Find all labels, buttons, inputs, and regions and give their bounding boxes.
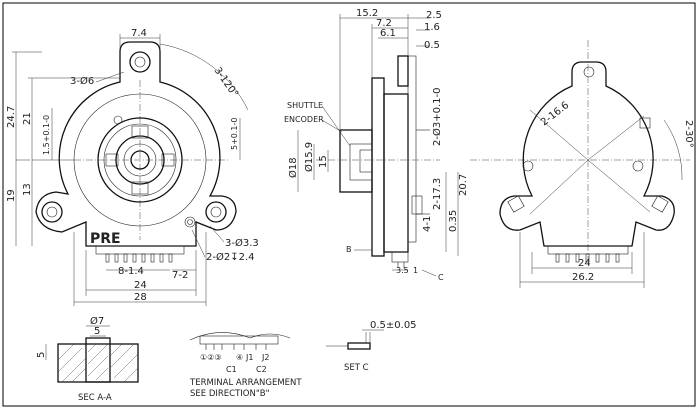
side-view: 15.2 7.2 6.1 2.5 1.6 0.5 SHUTTLE ENCODER… [284, 8, 469, 282]
label-shuttle: SHUTTLE [287, 101, 323, 110]
dim-pin-end: 7-2 [172, 270, 188, 281]
dim-len-6-1: 6.1 [380, 28, 396, 39]
dim-height-19: 19 [6, 189, 17, 202]
dim-tol-1-5: 1.5+0.1-0 [42, 115, 51, 155]
terminal-pin-j2: J2 [261, 353, 269, 362]
dim-depth-5: 5 [36, 352, 47, 358]
dim-len-7-2: 7.2 [376, 18, 392, 29]
caption-set-c: SET C [344, 363, 369, 373]
dim-height-24-7: 24.7 [6, 106, 17, 128]
dim-hole-small: 3-Ø3.3 [225, 237, 259, 249]
dim-4-1: 4-1 [422, 216, 433, 232]
dim-20-7: 20.7 [458, 174, 469, 196]
label-encoder: ENCODER [284, 115, 324, 124]
dim-angle-back: 2-30° [683, 120, 694, 148]
dim-dia-15-9: Ø15.9 [303, 142, 315, 172]
terminal-pins-row: ①②③ [200, 353, 222, 362]
dim-radius-back: 2-16.6 [539, 100, 571, 129]
dim-holes-3: 2-Ø3+0.1-0 [431, 88, 443, 146]
dim-len-0-5: 0.5 [424, 40, 440, 51]
terminal-pin-c1: C1 [226, 365, 237, 374]
terminal-pin-j1: J1 [245, 353, 253, 362]
brand-label: PRE [90, 231, 121, 247]
detail-terminal: ①②③ ④ J1 C1 C2 J2 TERMINAL ARRANGEMENT S… [189, 332, 302, 399]
dim-len-1-6: 1.6 [424, 22, 440, 33]
front-view: PRE 7.4 3-Ø6 3-120° 24.7 21 19 13 1.5+0.… [6, 28, 259, 306]
dim-dia-15: 15 [318, 155, 329, 168]
mark-c: C [438, 273, 444, 282]
caption-terminal-1: TERMINAL ARRANGEMENT [189, 378, 302, 388]
dim-1: 1 [413, 266, 418, 275]
dim-dia-18: Ø18 [287, 157, 299, 178]
dim-dia-5: 5 [94, 326, 100, 337]
terminal-pin-c2: C2 [256, 365, 267, 374]
dim-width-26-2: 26.2 [572, 272, 594, 283]
dim-3-5: 3.5 [396, 266, 409, 275]
terminal-pin-4: ④ [236, 353, 243, 362]
dim-len-15-2: 15.2 [356, 8, 378, 19]
dim-0-35: 0.35 [448, 210, 459, 232]
dim-width-24-back: 24 [578, 258, 591, 269]
dim-set-c-thickness: 0.5±0.05 [370, 320, 417, 331]
dim-pin-holes: 2-Ø2↧2.4 [206, 251, 255, 263]
dim-pin-pitch: 8-1.4 [118, 266, 144, 277]
dim-width-28: 28 [134, 292, 147, 303]
dim-width-top: 7.4 [131, 28, 147, 39]
dim-tol-5: 5+0.1-0 [230, 118, 239, 151]
caption-sec-aa: SEC A-A [78, 393, 112, 403]
dim-hole-top: 3-Ø6 [70, 75, 94, 87]
caption-terminal-2: SEE DIRECTION"B" [190, 389, 270, 399]
dim-len-2-5: 2.5 [426, 10, 442, 21]
mark-b: B [346, 245, 352, 254]
detail-sec-aa: Ø7 5 5 SEC A-A [36, 315, 139, 403]
detail-set-c: 0.5±0.05 SET C [326, 320, 417, 373]
dim-height-13: 13 [22, 183, 33, 196]
dim-angle-front: 3-120° [212, 65, 241, 99]
dim-17-3: 2-17.3 [432, 178, 443, 210]
dim-height-21: 21 [22, 112, 33, 125]
back-view: 2-16.6 2-30° 24 26.2 [470, 40, 694, 288]
dim-dia-7: Ø7 [90, 315, 104, 327]
dim-width-24: 24 [134, 280, 147, 291]
